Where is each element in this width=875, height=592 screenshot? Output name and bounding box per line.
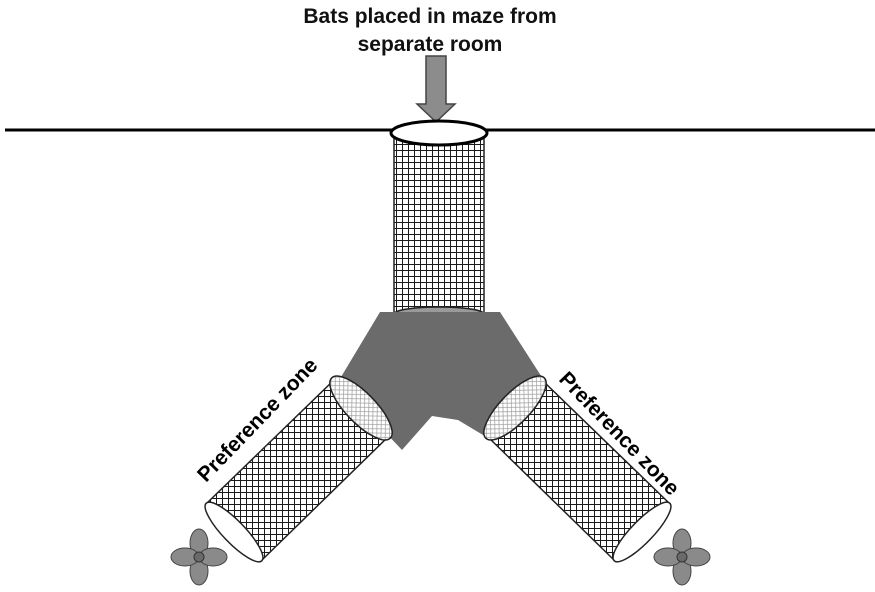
fan-icon [170,528,228,586]
entry-tube [393,131,485,316]
down-arrow-icon [415,55,457,124]
caption-line-2: separate room [358,33,503,56]
caption-line-1: Bats placed in maze from [303,5,556,28]
left-arm-tube [204,375,393,563]
maze-entry-opening [389,119,489,147]
fan-icon [653,528,711,586]
right-arm-tube [483,375,672,563]
